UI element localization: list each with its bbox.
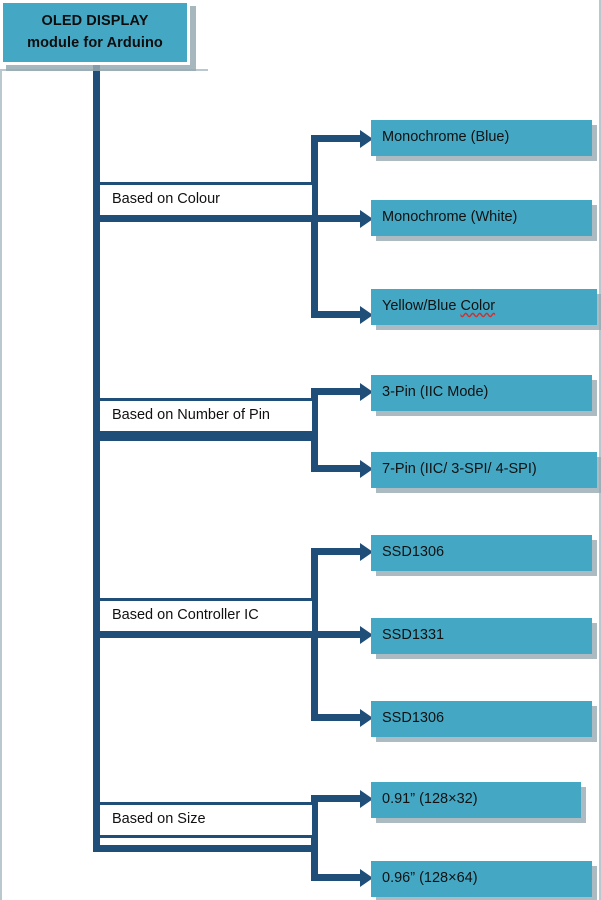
leaf-label-yellow-blue-prefix: Yellow/Blue	[382, 298, 461, 315]
leaf-node-monochrome-white[interactable]: Monochrome (White)	[371, 200, 592, 236]
leaf-label-color-misspelled: Color	[460, 298, 496, 315]
arrow-head-3-pin	[360, 382, 373, 401]
leaf-label-096-inch: 0.96” (128×64)	[382, 870, 478, 887]
leaf-node-096-inch[interactable]: 0.96” (128×64)	[371, 861, 592, 897]
leaf-label-yellow-blue-color: Yellow/Blue Color	[382, 298, 496, 315]
root-title-line-1: OLED DISPLAY	[41, 13, 149, 30]
leaf-label-ssd1306-a: SSD1306	[382, 544, 445, 561]
leaf-label-7-pin: 7-Pin (IIC/ 3-SPI/ 4-SPI)	[382, 461, 537, 478]
category-label-colour: Based on Colour	[112, 191, 221, 208]
leaf-node-yellow-blue-color[interactable]: Yellow/Blue Color	[371, 289, 597, 325]
leaf-node-monochrome-blue[interactable]: Monochrome (Blue)	[371, 120, 592, 156]
arrow-line-ssd1306-b	[311, 714, 363, 721]
arrow-head-091	[360, 789, 373, 808]
leaf-node-7-pin[interactable]: 7-Pin (IIC/ 3-SPI/ 4-SPI)	[371, 452, 597, 488]
arrow-head-ssd1306-a	[360, 542, 373, 561]
frame-line-right	[599, 0, 601, 900]
category-node-number-of-pin[interactable]: Based on Number of Pin	[97, 398, 315, 434]
category-label-controller-ic: Based on Controller IC	[112, 607, 259, 624]
category-node-controller-ic[interactable]: Based on Controller IC	[97, 598, 315, 634]
arrow-head-ssd1306-b	[360, 708, 373, 727]
arrow-line-3-pin	[311, 388, 363, 395]
leaf-label-monochrome-white: Monochrome (White)	[382, 209, 518, 226]
leaf-label-3-pin: 3-Pin (IIC Mode)	[382, 384, 489, 401]
category-node-colour[interactable]: Based on Colour	[97, 182, 315, 218]
arrow-head-ssd1331	[360, 625, 373, 644]
riser-size	[311, 795, 318, 881]
leaf-label-ssd1306-b: SSD1306	[382, 710, 445, 727]
leaf-label-ssd1331: SSD1331	[382, 627, 445, 644]
leaf-label-monochrome-blue: Monochrome (Blue)	[382, 129, 510, 146]
branch-connector-controller-ic	[93, 631, 318, 638]
arrow-line-mono-white	[311, 215, 363, 222]
arrow-head-yellow-blue	[360, 305, 373, 324]
leaf-node-ssd1306-a[interactable]: SSD1306	[371, 535, 592, 571]
leaf-label-091-inch: 0.91” (128×32)	[382, 791, 478, 808]
trunk-vertical-line	[93, 62, 100, 852]
arrow-line-7-pin	[311, 465, 363, 472]
arrow-head-096	[360, 868, 373, 887]
branch-connector-size	[93, 845, 318, 852]
root-node-oled-display-module[interactable]: OLED DISPLAY module for Arduino	[0, 0, 190, 65]
leaf-node-3-pin[interactable]: 3-Pin (IIC Mode)	[371, 375, 592, 411]
arrow-line-yellow-blue	[311, 311, 363, 318]
arrow-head-mono-blue	[360, 129, 373, 148]
riser-colour	[311, 135, 318, 318]
category-label-size: Based on Size	[112, 811, 206, 828]
frame-line-top	[0, 69, 208, 71]
arrow-line-ssd1331	[311, 631, 363, 638]
branch-connector-number-of-pin	[93, 434, 318, 441]
arrow-line-096	[311, 874, 363, 881]
arrow-head-mono-white	[360, 209, 373, 228]
arrow-line-091	[311, 795, 363, 802]
leaf-node-ssd1306-b[interactable]: SSD1306	[371, 701, 592, 737]
frame-line-left	[0, 69, 2, 900]
arrow-line-mono-blue	[311, 135, 363, 142]
category-label-number-of-pin: Based on Number of Pin	[112, 407, 270, 424]
arrow-head-7-pin	[360, 459, 373, 478]
leaf-node-091-inch[interactable]: 0.91” (128×32)	[371, 782, 581, 818]
root-title-line-2: module for Arduino	[27, 34, 163, 51]
category-node-size[interactable]: Based on Size	[97, 802, 315, 838]
branch-connector-colour	[93, 215, 318, 222]
arrow-line-ssd1306-a	[311, 548, 363, 555]
leaf-node-ssd1331[interactable]: SSD1331	[371, 618, 592, 654]
